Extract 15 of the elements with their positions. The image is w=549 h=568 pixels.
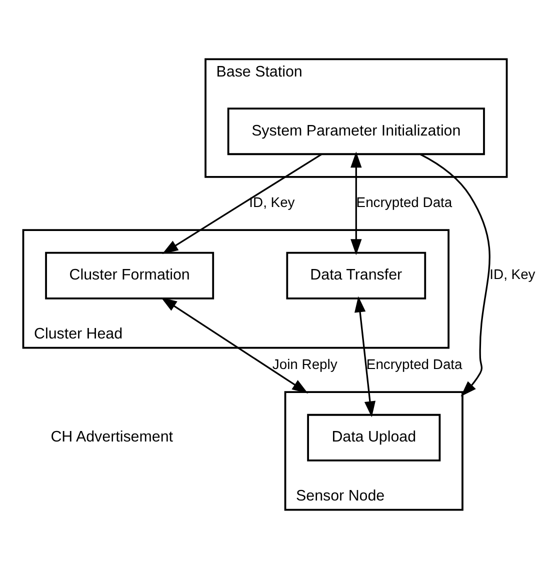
node-box: Cluster Formation — [45, 251, 214, 299]
node-box: System Parameter Initialization — [227, 107, 485, 155]
edge-label: ID, Key — [249, 194, 295, 210]
arrow — [162, 152, 322, 254]
label: CH Advertisement — [50, 428, 173, 446]
arrow — [420, 153, 490, 396]
edge-label: ID, Key — [490, 266, 536, 282]
arrow — [160, 296, 308, 393]
arrow — [354, 296, 376, 417]
edge-label: Encrypted Data — [356, 194, 452, 210]
edge-label: Join Reply — [272, 356, 338, 372]
node-box: Data Upload — [307, 413, 441, 461]
edge-label: Encrypted Data — [366, 356, 462, 372]
node-box: Data Transfer — [286, 251, 426, 299]
arrow — [350, 151, 362, 255]
